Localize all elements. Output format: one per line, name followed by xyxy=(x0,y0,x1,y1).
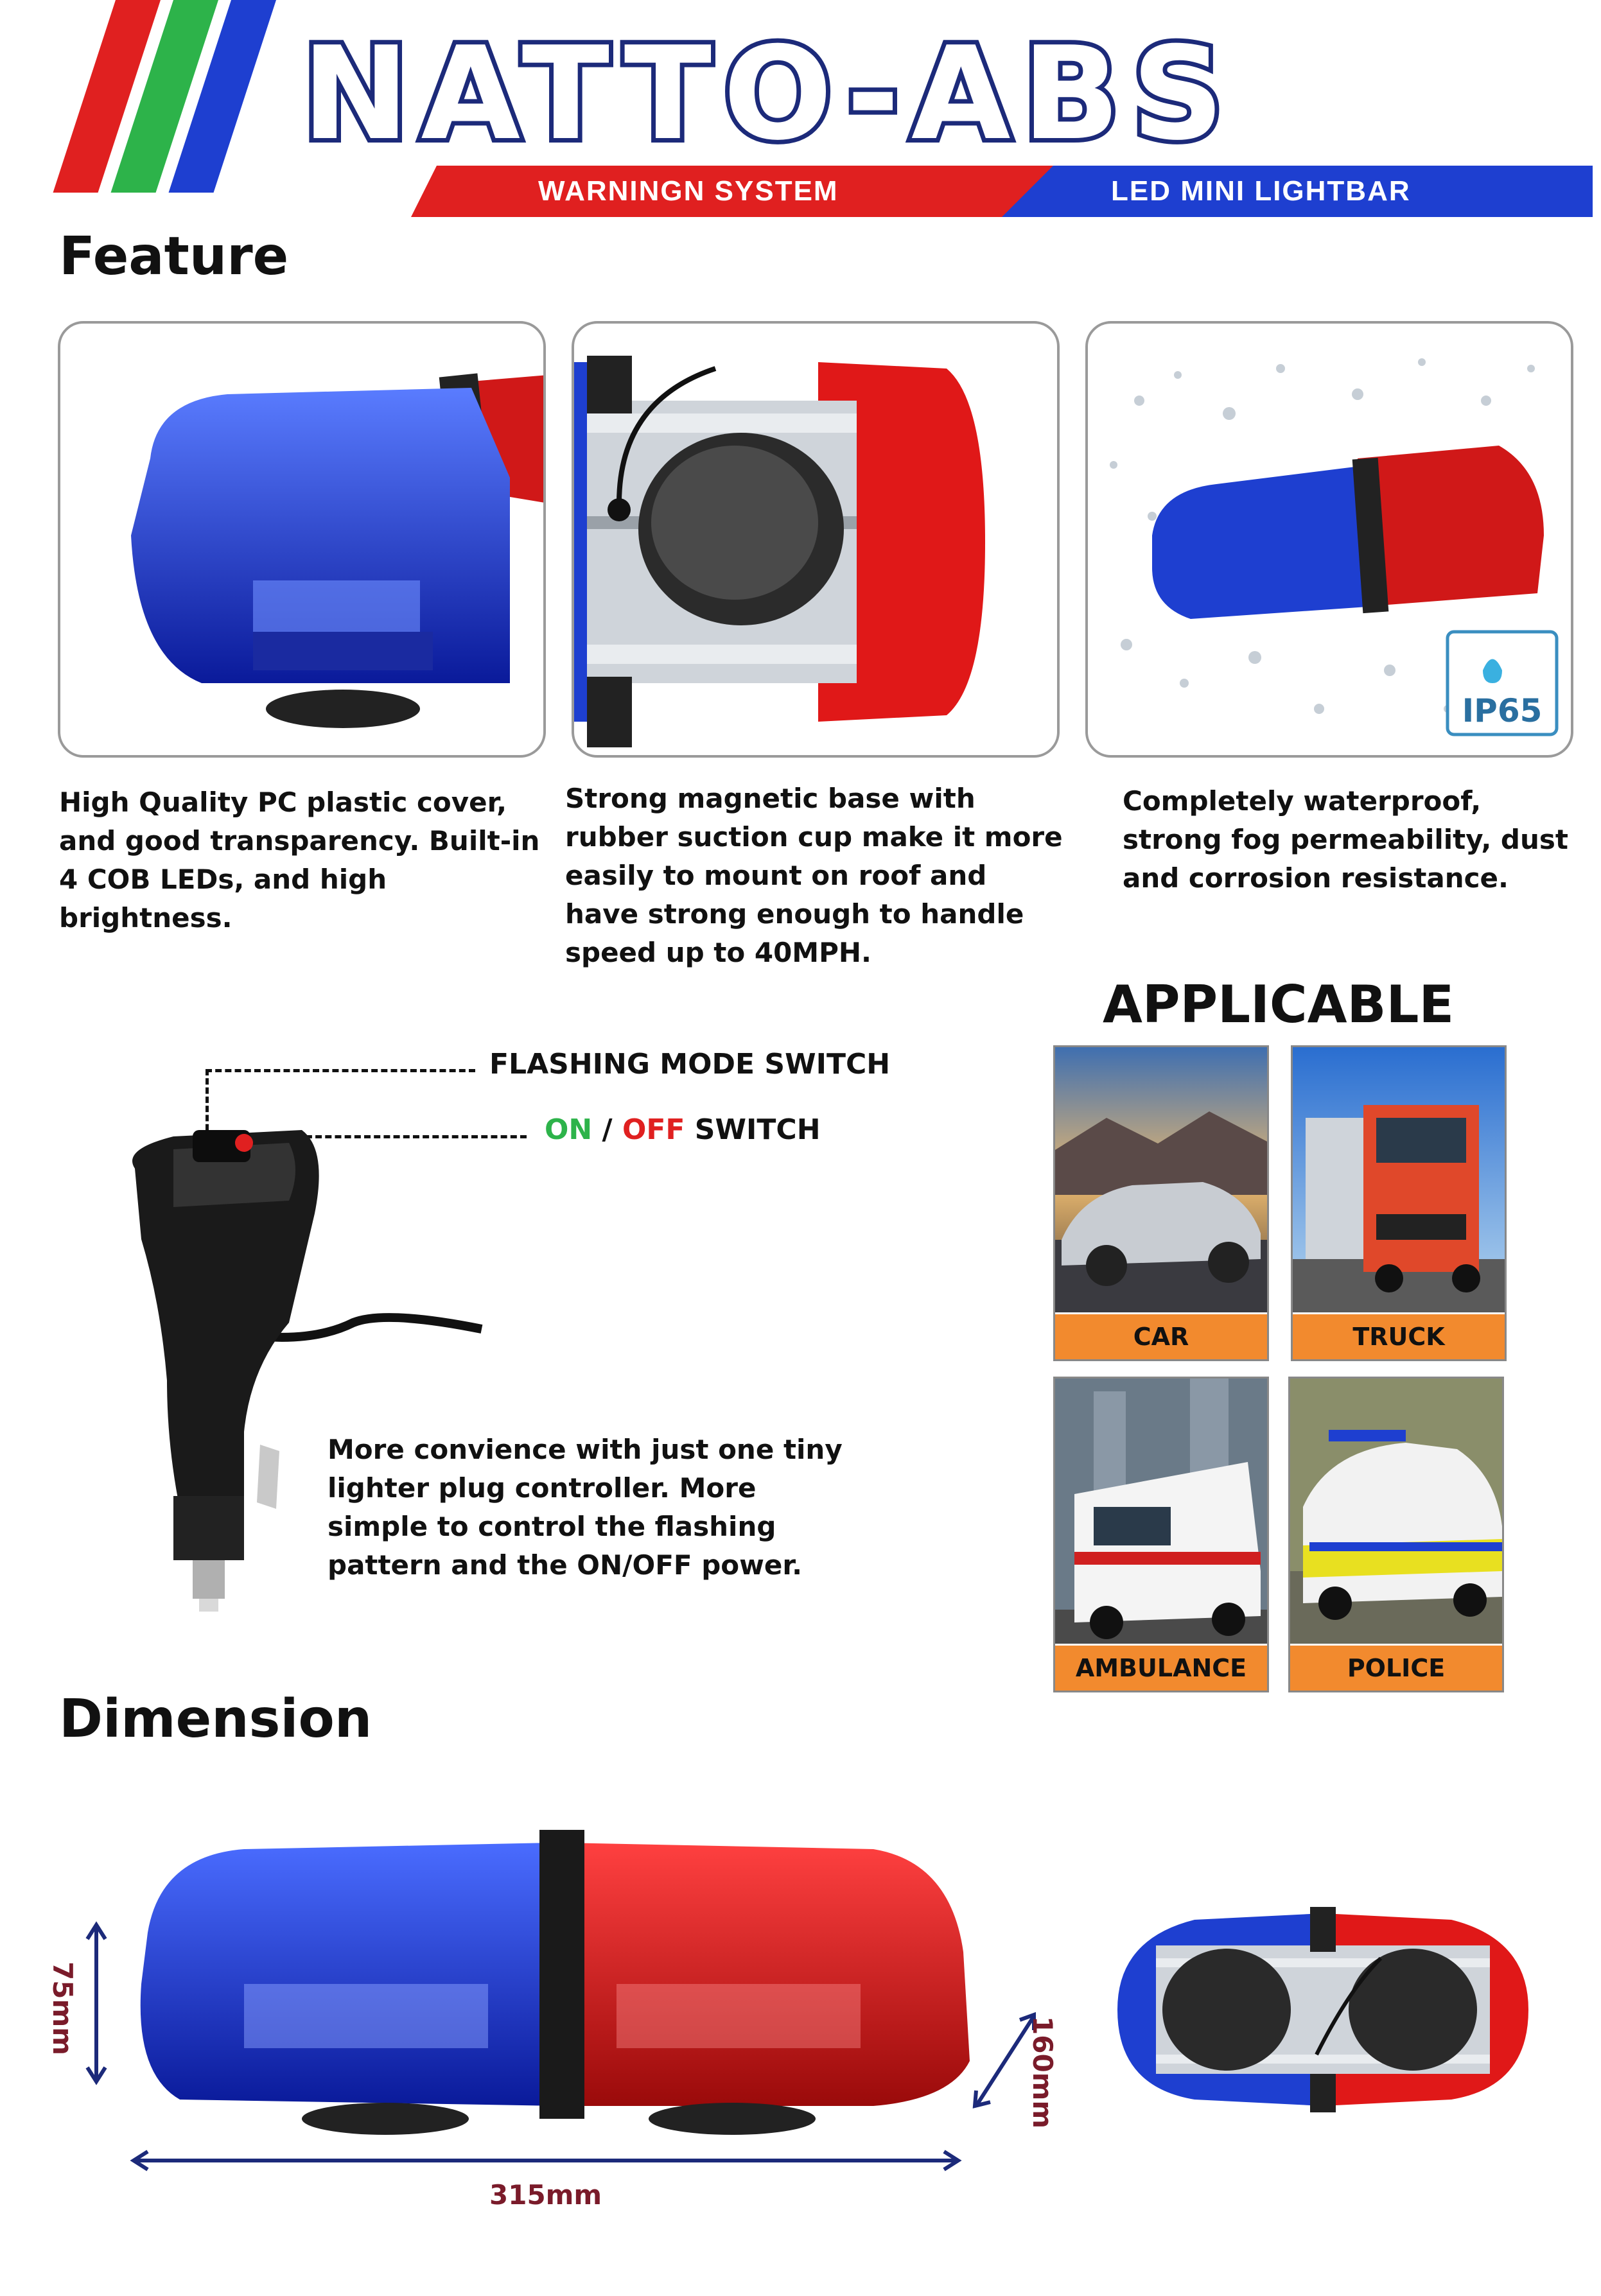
onoff-leader-line xyxy=(257,1135,527,1138)
applicable-car: CAR xyxy=(1053,1045,1269,1361)
feature-card-cover xyxy=(58,321,546,758)
flashing-leader-line xyxy=(206,1069,475,1072)
length-arrow xyxy=(130,2150,962,2171)
truck-image xyxy=(1293,1047,1505,1318)
applicable-ambulance-label: AMBULANCE xyxy=(1055,1644,1267,1691)
switch-label: SWITCH xyxy=(685,1113,821,1146)
waterproof-image: IP65 xyxy=(1110,358,1559,736)
flashing-leader-drop xyxy=(206,1069,209,1140)
power-indicator-icon xyxy=(235,1134,253,1152)
band-red xyxy=(411,166,1053,217)
feature-card-magnet xyxy=(572,321,1060,758)
flashing-mode-label: FLASHING MODE SWITCH xyxy=(489,1048,891,1081)
magnetic-base-image xyxy=(574,356,985,747)
left-dashed-rule xyxy=(20,212,25,2292)
bottom-dashed-rule xyxy=(26,2231,1580,2238)
ip65-badge: IP65 xyxy=(1462,692,1543,729)
slash: / xyxy=(592,1113,622,1146)
water-drop-icon xyxy=(1483,659,1502,683)
feature-title: Feature xyxy=(59,226,289,287)
ambulance-image xyxy=(1055,1378,1267,1649)
lightbar-cover-image xyxy=(131,373,543,728)
applicable-car-label: CAR xyxy=(1055,1312,1267,1359)
lighter-plug-image xyxy=(132,1130,483,1612)
applicable-truck-label: TRUCK xyxy=(1293,1312,1505,1359)
dimension-title: Dimension xyxy=(59,1689,372,1750)
width-label: 160mm xyxy=(1027,2016,1058,2129)
height-label: 75mm xyxy=(47,1961,78,2055)
onoff-label: ON / OFF SWITCH xyxy=(545,1113,821,1146)
feature-desc-magnet: Strong magnetic base with rubber suction… xyxy=(565,783,1063,968)
controller-description: More convience with just one tiny lighte… xyxy=(328,1434,843,1581)
applicable-title: APPLICABLE xyxy=(1103,975,1455,1034)
off-label: OFF xyxy=(622,1113,685,1146)
height-arrow xyxy=(85,1921,107,2085)
brand-name: NATTO-ABS xyxy=(302,26,1236,154)
car-image xyxy=(1055,1047,1267,1318)
lightbar-bottom-image xyxy=(1117,1907,1528,2112)
lightbar-side-image xyxy=(140,1830,970,2135)
brand-logo: NATTO-ABS xyxy=(302,26,1236,154)
feature-card-waterproof: IP65 xyxy=(1085,321,1573,758)
applicable-police-label: POLICE xyxy=(1290,1644,1502,1691)
police-image xyxy=(1290,1378,1502,1649)
applicable-ambulance: AMBULANCE xyxy=(1053,1377,1269,1692)
feature-desc-cover: High Quality PC plastic cover, and good … xyxy=(59,787,540,934)
flashing-mode-button xyxy=(193,1130,250,1162)
feature-desc-waterproof: Completely waterproof, strong fog permea… xyxy=(1123,785,1568,894)
on-label: ON xyxy=(545,1113,593,1146)
band-left-label: WARNINGN SYSTEM xyxy=(538,175,839,207)
band-right-label: LED MINI LIGHTBAR xyxy=(1111,175,1411,207)
applicable-truck: TRUCK xyxy=(1291,1045,1507,1361)
band-blue xyxy=(1002,166,1593,217)
width-arrow xyxy=(972,2012,1036,2109)
applicable-police: POLICE xyxy=(1288,1377,1504,1692)
length-label: 315mm xyxy=(489,2179,602,2211)
